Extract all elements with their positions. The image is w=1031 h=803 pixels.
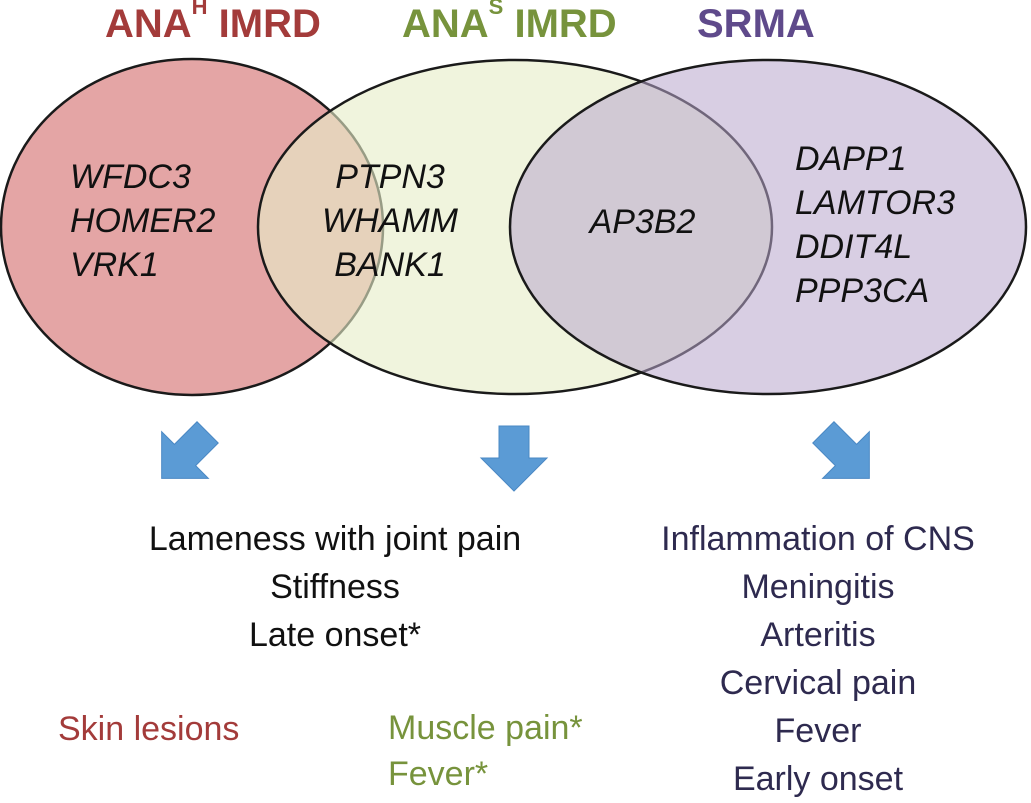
genes-anah-anas-overlap: PTPN3 WHAMM BANK1 [290,155,490,287]
title-anas-superscript: S [488,0,504,19]
symptom-item: Fever* [388,755,489,793]
gene-item: BANK1 [334,246,446,284]
arrow-down-icon [479,425,549,492]
title-anas-imrd: ANAS IMRD [402,0,617,46]
arrow-down-left-shape [161,421,219,479]
symptoms-srma: Inflammation of CNS Meningitis Arteritis… [628,515,1008,803]
title-anah-imrd: ANAH IMRD [105,0,321,46]
symptom-item: Late onset* [248,616,422,654]
ellipse-srma [508,58,1028,396]
gene-item: DDIT4L [795,228,913,266]
genes-anas-srma-overlap: AP3B2 [555,200,730,244]
title-anas-rest: IMRD [503,2,617,46]
symptom-item: Early onset [732,760,904,798]
gene-item: HOMER2 [70,202,216,240]
title-anah-superscript: H [191,0,208,19]
genes-srma-only: DAPP1 LAMTOR3 DDIT4L PPP3CA [795,137,955,313]
symptoms-anah: Skin lesions [58,705,239,753]
symptoms-shared: Lameness with joint pain Stiffness Late … [100,515,570,659]
gene-item: AP3B2 [589,203,696,241]
arrow-down-left-icon [161,421,219,479]
arrow-down-right-icon [812,421,870,479]
symptom-item: Lameness with joint pain [148,520,522,558]
symptom-item: Stiffness [270,568,400,606]
symptom-item: Cervical pain [719,664,917,702]
genes-anah-only: WFDC3 HOMER2 VRK1 [70,155,215,287]
title-srma-text: SRMA [697,2,815,46]
gene-item: LAMTOR3 [795,184,955,222]
gene-item: WFDC3 [70,158,191,196]
symptom-item: Arteritis [760,616,876,654]
symptom-item: Meningitis [741,568,895,606]
gene-item: PPP3CA [795,272,930,310]
symptoms-anas: Muscle pain* Fever* [388,705,583,797]
title-anas-main: ANA [402,2,489,46]
arrow-down-right-shape [812,421,870,479]
gene-item: WHAMM [322,202,458,240]
gene-item: PTPN3 [335,158,445,196]
gene-item: DAPP1 [795,140,907,178]
symptom-item: Skin lesions [58,710,240,748]
arrow-down-shape [479,425,549,492]
symptom-item: Muscle pain* [388,709,583,747]
title-srma: SRMA [697,2,815,46]
gene-item: VRK1 [70,246,159,284]
title-anah-rest: IMRD [207,2,321,46]
symptom-item: Fever [774,712,862,750]
symptom-item: Inflammation of CNS [661,520,975,558]
title-anah-main: ANA [105,2,192,46]
